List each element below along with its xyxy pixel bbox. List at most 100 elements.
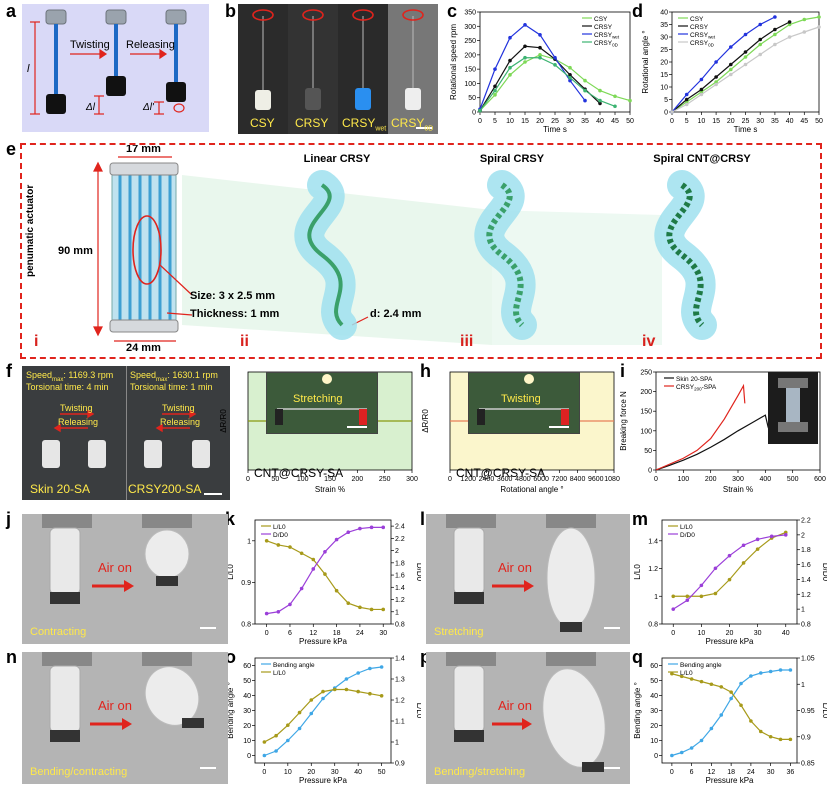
f-right-releasing: Releasing — [160, 417, 201, 427]
x-tick-label: 40 — [782, 630, 790, 637]
data-point — [729, 45, 733, 49]
data-point — [368, 691, 372, 696]
data-point — [493, 88, 497, 93]
y2-tick-label: 1.1 — [395, 719, 405, 726]
y-tick-label: 40 — [650, 693, 658, 700]
y-tick-label: 200 — [640, 389, 652, 396]
panel-letter-c: c — [447, 1, 458, 21]
data-point — [538, 33, 542, 37]
y2-tick-label: 2 — [395, 548, 399, 555]
data-point — [741, 561, 746, 565]
data-point — [613, 94, 617, 99]
data-point — [758, 52, 762, 57]
x-tick-label: 1200 — [460, 476, 476, 483]
y2-tick-label: 1.2 — [395, 698, 405, 705]
y-tick-label: 100 — [464, 81, 476, 88]
f-right-time: Torsional time: 1 min — [130, 382, 213, 392]
f-left-time: Torsional time: 4 min — [26, 382, 109, 392]
x-tick-label: 0 — [265, 630, 269, 637]
y-tick-label: 150 — [640, 409, 652, 416]
data-point — [817, 25, 821, 29]
data-point — [358, 526, 362, 531]
x-axis-label: Rotational angle ° — [500, 485, 563, 494]
data-point — [288, 545, 292, 549]
legend-label: Bending angle — [680, 662, 722, 669]
data-point — [713, 591, 718, 596]
y-axis-label: ΔR/R0 — [421, 409, 430, 433]
legend-label: CRSY — [594, 24, 613, 31]
y2-tick-label: 1 — [395, 609, 399, 616]
x-tick-label: 30 — [379, 630, 387, 637]
series-line — [264, 666, 382, 757]
data-point — [713, 566, 718, 571]
x-tick-label: 45 — [611, 118, 619, 125]
legend-label: CRSYwet — [594, 32, 620, 40]
y-tick-label: 30 — [650, 708, 658, 715]
f-right-name: CRSY200-SA — [128, 482, 202, 496]
data-point — [778, 737, 783, 742]
data-point — [369, 525, 374, 530]
yarns-photo — [252, 9, 432, 129]
e-dim-bottom: 24 mm — [126, 342, 161, 354]
x-tick-label: 0 — [246, 476, 250, 483]
data-point — [598, 98, 602, 103]
e-size-note: Size: 3 x 2.5 mm — [190, 290, 275, 302]
x-tick-label: 9600 — [588, 476, 604, 483]
y2-tick-label: 1.6 — [801, 562, 811, 569]
data-point — [369, 607, 374, 612]
y-tick-label: 30 — [243, 708, 251, 715]
series-line — [479, 24, 586, 110]
e-dim-top: 17 mm — [126, 145, 161, 155]
data-point — [358, 605, 362, 610]
l-air-on: Air on — [498, 560, 532, 575]
x-axis-label: Time s — [543, 125, 567, 134]
x-tick-label: 30 — [566, 118, 574, 125]
data-point — [299, 551, 304, 556]
legend-label: CRSY200-SPA — [676, 384, 717, 392]
data-point — [699, 77, 704, 82]
y-tick-label: 20 — [243, 723, 251, 730]
x-tick-label: 0 — [654, 476, 658, 483]
y2-tick-label: 0.95 — [801, 708, 815, 715]
y-tick-label: 0 — [472, 110, 476, 117]
y-tick-label: 0 — [654, 753, 658, 760]
b-label-csy: CSY — [250, 116, 275, 130]
data-point — [802, 17, 807, 22]
x-tick-label: 3600 — [497, 476, 513, 483]
x-tick-label: 6 — [288, 630, 292, 637]
data-point — [758, 729, 763, 734]
y-tick-label: 5 — [664, 97, 668, 104]
data-point — [311, 567, 316, 571]
y-tick-label: 100 — [640, 428, 652, 435]
x-tick-label: 20 — [726, 630, 734, 637]
plot-frame — [254, 519, 392, 625]
data-point — [787, 22, 792, 27]
data-point — [553, 63, 557, 67]
b-label-crsy-0d: CRSY0D — [391, 116, 434, 133]
y-tick-label: 0 — [648, 468, 652, 475]
x-tick-label: 12 — [309, 630, 317, 637]
data-point — [699, 679, 704, 684]
data-point — [309, 711, 314, 716]
data-point — [508, 58, 512, 63]
b-label-crsy-wet: CRSYwet — [342, 116, 387, 133]
series-line — [673, 531, 786, 597]
data-point — [727, 553, 732, 558]
panel-letter-o: o — [225, 647, 236, 667]
y-axis-label: Rotational angle ° — [641, 30, 650, 93]
e-title-spiral: Spiral CRSY — [479, 153, 545, 165]
y-tick-label: 1.2 — [648, 566, 658, 573]
data-point — [311, 557, 316, 562]
x-tick-label: 200 — [351, 476, 363, 483]
data-point — [264, 611, 269, 616]
x-tick-label: 600 — [814, 476, 826, 483]
label-dl2: Δl' — [142, 102, 155, 113]
data-point — [684, 92, 689, 97]
x-tick-label: 150 — [324, 476, 336, 483]
data-point — [685, 598, 690, 603]
panel-letter-a: a — [6, 1, 17, 21]
h-inset-label: Twisting — [501, 393, 541, 405]
x-tick-label: 20 — [536, 118, 544, 125]
data-point — [729, 62, 733, 67]
y-tick-label: 0.8 — [241, 622, 251, 629]
